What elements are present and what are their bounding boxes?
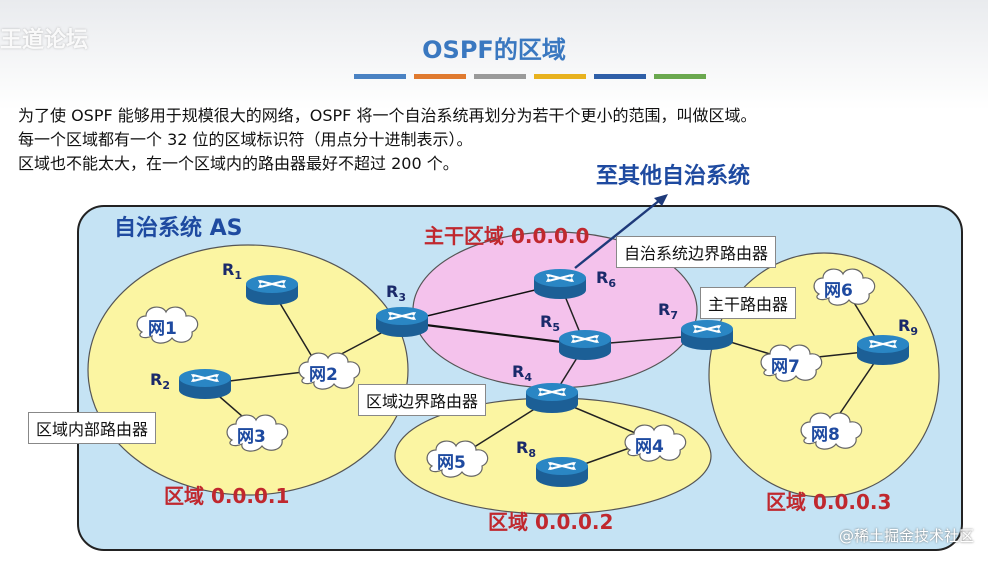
asbr-callout: 自治系统边界路由器 bbox=[616, 236, 777, 268]
area-0002-label: 区域 0.0.0.2 bbox=[488, 510, 614, 534]
router-number: 2 bbox=[162, 379, 170, 393]
slide-header-bg bbox=[0, 0, 988, 110]
router-number: 3 bbox=[398, 291, 406, 305]
autonomous-system-label: 自治系统 AS bbox=[114, 216, 243, 241]
bottom-right-watermark: @稀土掘金技术社区 bbox=[838, 527, 974, 545]
router-letter: R bbox=[540, 312, 553, 331]
router-r7-icon bbox=[680, 319, 734, 351]
description-text: 为了使 OSPF 能够用于规模很大的网络，OSPF 将一个自治系统再划分为若干个… bbox=[18, 104, 756, 176]
router-letter: R bbox=[150, 370, 163, 389]
network-2-label: 网2 bbox=[309, 365, 338, 385]
router-r8-icon bbox=[535, 456, 589, 488]
router-r2-icon bbox=[178, 368, 232, 400]
router-r9-icon bbox=[856, 334, 910, 366]
network-7-label: 网7 bbox=[771, 357, 800, 377]
router-number: 1 bbox=[234, 269, 242, 283]
router-r1-label: R1 bbox=[222, 260, 242, 282]
area-0001-label: 区域 0.0.0.1 bbox=[164, 484, 290, 508]
title-color-bar bbox=[354, 74, 706, 79]
color-bar-segment bbox=[474, 74, 526, 79]
router-r8-label: R8 bbox=[516, 438, 536, 460]
router-letter: R bbox=[222, 260, 235, 279]
router-r5-label: R5 bbox=[540, 312, 560, 334]
to-other-as-label: 至其他自治系统 bbox=[596, 164, 751, 189]
backbone-area-label: 主干区域 0.0.0.0 bbox=[424, 224, 590, 248]
backbone-router-callout: 主干路由器 bbox=[700, 287, 797, 319]
color-bar-segment bbox=[594, 74, 646, 79]
color-bar-segment bbox=[654, 74, 706, 79]
network-5-label: 网5 bbox=[437, 453, 466, 473]
internal-router-callout: 区域内部路由器 bbox=[28, 412, 157, 444]
router-letter: R bbox=[658, 300, 671, 319]
top-left-watermark: 王道论坛 bbox=[0, 28, 89, 53]
router-r3-icon bbox=[375, 306, 429, 338]
router-r7-label: R7 bbox=[658, 300, 678, 322]
color-bar-segment bbox=[534, 74, 586, 79]
slide-title: OSPF的区域 bbox=[422, 36, 566, 64]
router-number: 6 bbox=[608, 277, 616, 291]
router-number: 9 bbox=[910, 325, 918, 339]
network-3-label: 网3 bbox=[237, 427, 266, 447]
router-r6-icon bbox=[533, 268, 587, 300]
area-0001-region bbox=[87, 244, 409, 496]
description-line: 每一个区域都有一个 32 位的区域标识符（用点分十进制表示）。 bbox=[18, 130, 473, 149]
router-r6-label: R6 bbox=[596, 268, 616, 290]
network-6-label: 网6 bbox=[824, 281, 853, 301]
router-r4-label: R4 bbox=[512, 362, 532, 384]
color-bar-segment bbox=[354, 74, 406, 79]
abr-callout: 区域边界路由器 bbox=[358, 384, 487, 416]
router-letter: R bbox=[386, 282, 399, 301]
router-letter: R bbox=[898, 316, 911, 335]
network-8-label: 网8 bbox=[811, 425, 840, 445]
description-line: 区域也不能太大，在一个区域内的路由器最好不超过 200 个。 bbox=[18, 154, 459, 173]
router-letter: R bbox=[516, 438, 529, 457]
router-number: 8 bbox=[528, 447, 536, 461]
router-r3-label: R3 bbox=[386, 282, 406, 304]
router-r1-icon bbox=[245, 274, 299, 306]
router-r5-icon bbox=[558, 329, 612, 361]
router-r4-icon bbox=[525, 382, 579, 414]
color-bar-segment bbox=[414, 74, 466, 79]
router-letter: R bbox=[512, 362, 525, 381]
description-line: 为了使 OSPF 能够用于规模很大的网络，OSPF 将一个自治系统再划分为若干个… bbox=[18, 106, 757, 125]
router-number: 7 bbox=[670, 309, 678, 323]
router-number: 4 bbox=[524, 371, 532, 385]
area-0003-label: 区域 0.0.0.3 bbox=[766, 490, 892, 514]
router-r9-label: R9 bbox=[898, 316, 918, 338]
router-letter: R bbox=[596, 268, 609, 287]
router-r2-label: R2 bbox=[150, 370, 170, 392]
network-1-label: 网1 bbox=[148, 319, 177, 339]
network-4-label: 网4 bbox=[635, 437, 664, 457]
router-number: 5 bbox=[552, 321, 560, 335]
